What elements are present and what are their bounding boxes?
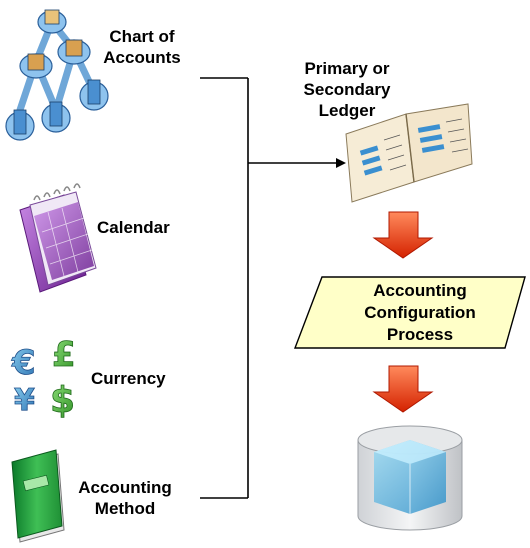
svg-text:$: $ [50,380,75,421]
flow-arrow-1 [372,211,434,259]
currency-label: Currency [91,369,166,388]
chart-of-accounts-line1: Chart of [109,27,175,46]
hierarchy-buildings-icon [5,9,109,141]
chart-of-accounts-line2: Accounts [103,48,181,67]
green-book-icon [11,449,65,543]
ledger-line2: Secondary [303,80,391,99]
svg-text:¥: ¥ [14,383,35,418]
accounting-method-label: Accounting Method [72,477,178,519]
svg-text:€: € [11,343,36,383]
process-box [293,276,526,349]
open-ledger-book-icon [345,103,473,203]
accounting-method-line1: Accounting [78,478,172,497]
database-cylinder-icon [357,425,463,531]
ledger-line3: Ledger [318,101,376,120]
calendar-label: Calendar [97,218,170,237]
calendar-icon [19,183,97,293]
process-label: Accounting Configuration Process [340,280,500,346]
process-line2: Configuration [364,303,476,322]
flow-arrow-2 [372,365,434,413]
chart-of-accounts-label: Chart of Accounts [96,26,188,68]
svg-text:£: £ [52,335,76,375]
connector-lines [200,77,336,499]
accounting-method-line2: Method [94,499,156,518]
connector-arrowhead [336,158,346,168]
process-line1: Accounting [373,281,467,300]
currency-symbols-icon: € £ ¥ $ [11,335,76,422]
ledger-label: Primary or Secondary Ledger [292,58,402,121]
process-line3: Process [386,325,454,344]
ledger-line1: Primary or [304,59,390,78]
